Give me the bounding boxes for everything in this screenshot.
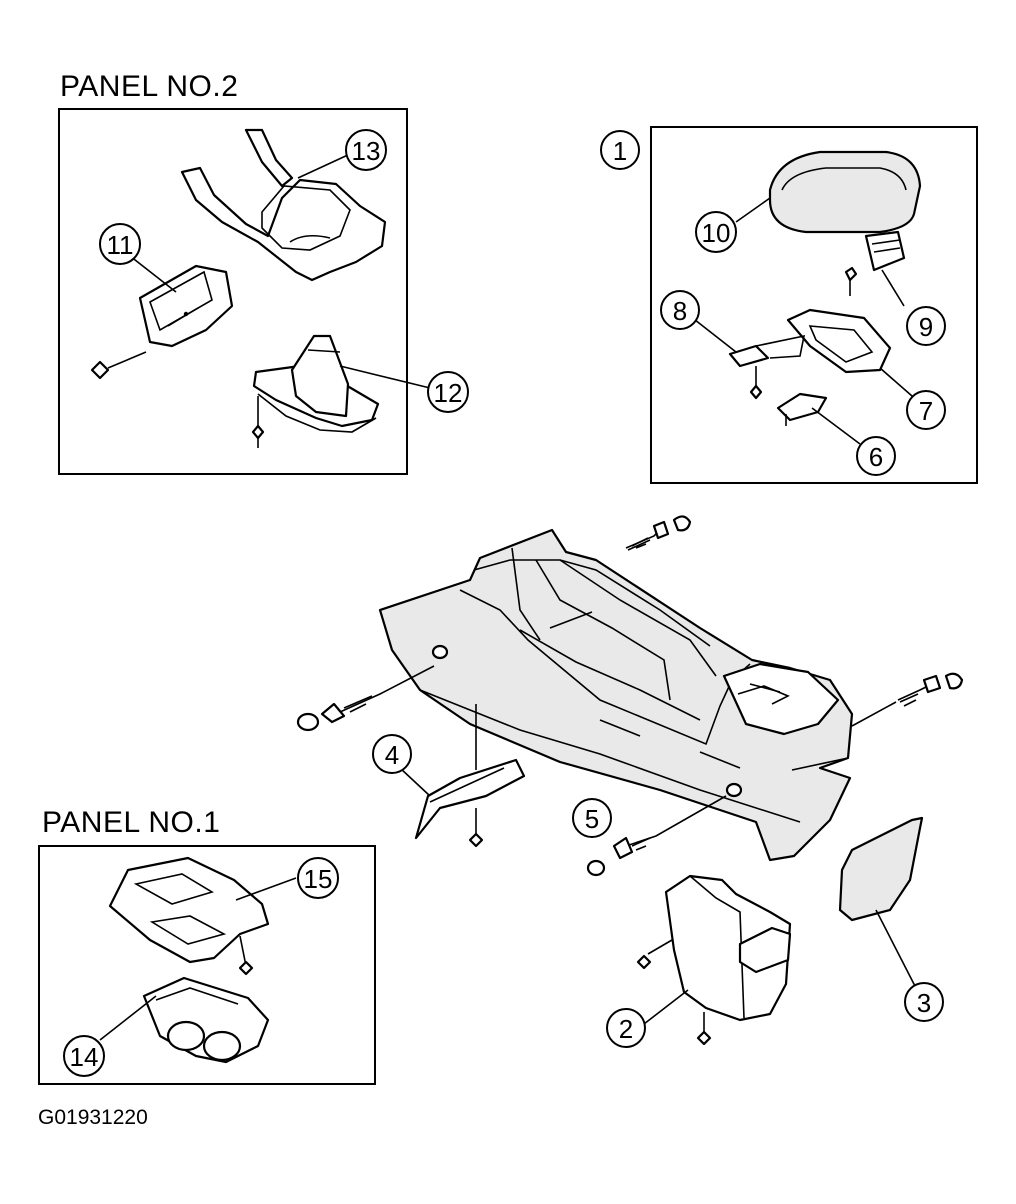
figure-id: G01931220: [38, 1106, 148, 1129]
svg-text:6: 6: [869, 442, 883, 472]
svg-text:11: 11: [107, 230, 134, 260]
svg-text:13: 13: [352, 136, 381, 166]
callout-4: 4: [372, 734, 412, 774]
svg-text:7: 7: [919, 396, 933, 426]
part-2-lower-bin: [636, 874, 792, 1046]
panel-no2-title: PANEL NO.2: [60, 70, 239, 103]
part-8-clip: [728, 334, 806, 400]
callout-5: 5: [572, 798, 612, 838]
part-6-latch: [776, 392, 828, 426]
svg-text:12: 12: [434, 378, 463, 408]
part-15-cupholder-trim: [108, 856, 270, 976]
detail-1-frame: [650, 126, 978, 484]
callout-11: 11: [99, 223, 141, 265]
part-5-center-console: [378, 528, 854, 862]
callout-13: 13: [345, 129, 387, 171]
svg-text:9: 9: [919, 312, 933, 342]
part-10-armrest-lid: [768, 150, 922, 234]
svg-text:4: 4: [385, 740, 399, 770]
svg-text:1: 1: [613, 136, 627, 166]
svg-text:8: 8: [673, 296, 687, 326]
panel-no1-title: PANEL NO.1: [42, 806, 221, 839]
part-4-bracket: [414, 704, 526, 848]
part-9-hinge: [844, 230, 906, 296]
console-fasteners: [296, 515, 964, 877]
part-12-shift-bezel: [251, 334, 380, 448]
panel-no2-frame: [58, 108, 408, 475]
callout-2: 2: [606, 1008, 646, 1048]
part-13-shift-trim: [180, 128, 387, 282]
callout-7: 7: [906, 390, 946, 430]
svg-text:10: 10: [702, 218, 731, 248]
callout-10: 10: [695, 211, 737, 253]
svg-text:14: 14: [70, 1042, 99, 1072]
svg-text:5: 5: [585, 804, 599, 834]
svg-text:15: 15: [304, 864, 333, 894]
callout-12: 12: [427, 371, 469, 413]
callout-6: 6: [856, 436, 896, 476]
callout-14: 14: [63, 1035, 105, 1077]
callout-15: 15: [297, 857, 339, 899]
part-14-cupholder: [142, 976, 270, 1064]
part-3-side-cover: [838, 816, 924, 922]
part-7-storage-tray: [786, 308, 892, 374]
callout-8: 8: [660, 290, 700, 330]
svg-text:2: 2: [619, 1014, 633, 1044]
callout-3: 3: [904, 982, 944, 1022]
panel-no1-frame: [38, 845, 376, 1085]
svg-text:3: 3: [917, 988, 931, 1018]
callout-9: 9: [906, 306, 946, 346]
callout-1: 1: [600, 130, 640, 170]
part-11-bracket: [90, 264, 234, 380]
